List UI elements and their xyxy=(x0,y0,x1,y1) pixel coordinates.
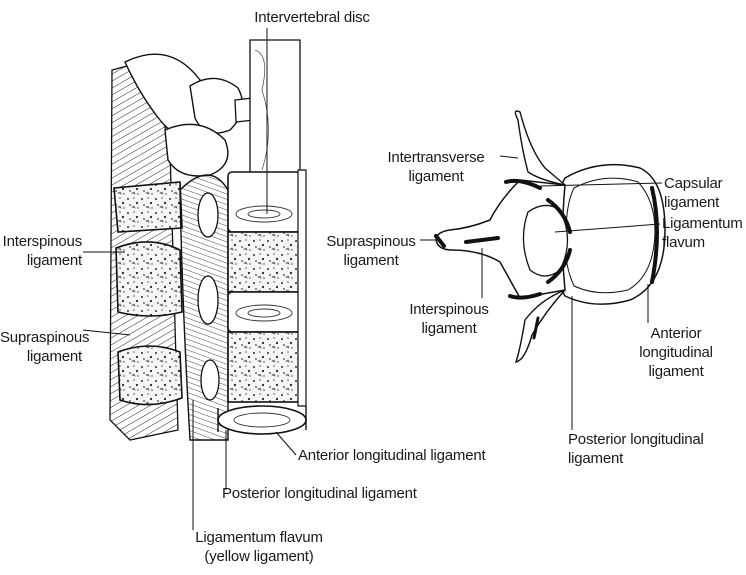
label-line: ligament xyxy=(380,167,492,186)
label-intertransverse-ligament: Intertransverse ligament xyxy=(380,148,492,186)
label-intervertebral-disc: Intervertebral disc xyxy=(252,8,372,27)
lateral-spine-illustration xyxy=(110,40,306,440)
label-interspinous-ligament-lateral: Interspinous ligament xyxy=(0,232,82,270)
label-line: Capsular xyxy=(664,174,722,193)
label-line: ligament xyxy=(322,251,420,270)
label-line: Ligamentum flavum xyxy=(184,528,334,547)
label-ligamentum-flavum-axial: Ligamentum flavum xyxy=(662,214,743,252)
label-line: flavum xyxy=(662,233,743,252)
label-line: Interspinous xyxy=(0,232,82,251)
label-line: ligament xyxy=(0,347,82,366)
label-line: ligament xyxy=(634,362,718,381)
label-anterior-longitudinal-ligament-axial: Anterior longitudinal ligament xyxy=(634,324,718,381)
label-posterior-longitudinal-ligament-axial: Posterior longitudinal ligament xyxy=(568,430,704,468)
label-line: Intertransverse xyxy=(380,148,492,167)
label-anterior-longitudinal-ligament-lateral: Anterior longitudinal ligament xyxy=(298,446,485,465)
label-capsular-ligament: Capsular ligament xyxy=(664,174,722,212)
label-supraspinous-ligament-axial: Supraspinous ligament xyxy=(322,232,420,270)
label-posterior-longitudinal-ligament-lateral: Posterior longitudinal ligament xyxy=(222,484,417,503)
label-line: Supraspinous xyxy=(322,232,420,251)
label-line: (yellow ligament) xyxy=(184,547,334,566)
label-line: Ligamentum xyxy=(662,214,743,233)
label-line: ligament xyxy=(0,251,82,270)
label-supraspinous-ligament-lateral: Supraspinous ligament xyxy=(0,328,82,366)
label-line: ligament xyxy=(404,319,494,338)
label-line: Posterior longitudinal xyxy=(568,430,704,449)
label-line: Anterior xyxy=(634,324,718,343)
label-line: Supraspinous xyxy=(0,328,82,347)
label-line: ligament xyxy=(664,193,722,212)
label-line: longitudinal xyxy=(634,343,718,362)
label-interspinous-ligament-axial: Interspinous ligament xyxy=(404,300,494,338)
label-line: ligament xyxy=(568,449,704,468)
label-line: Interspinous xyxy=(404,300,494,319)
label-ligamentum-flavum-lateral: Ligamentum flavum (yellow ligament) xyxy=(184,528,334,566)
